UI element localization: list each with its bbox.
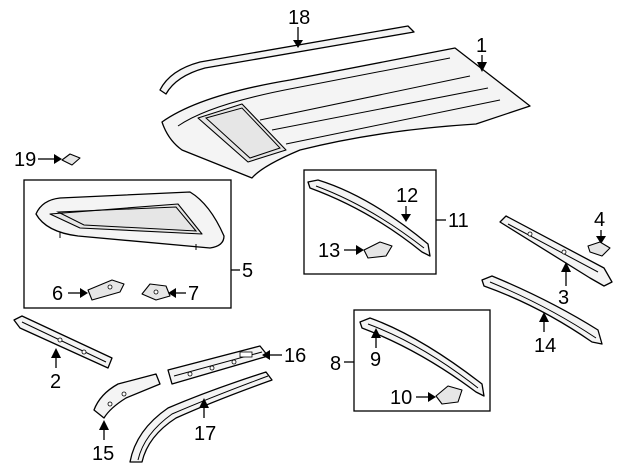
callout-14: 14 [534, 312, 556, 357]
part-18-roof-rail[interactable] [159, 25, 415, 95]
callout-4-label: 4 [594, 209, 605, 231]
part-1-roof-panel[interactable] [161, 47, 531, 179]
callout-1: 1 [476, 35, 487, 72]
callout-9: 9 [370, 328, 381, 371]
callout-6-label: 6 [52, 283, 63, 305]
part-15-front-pillar[interactable] [93, 373, 161, 419]
part-9-roof-bow[interactable] [359, 317, 485, 397]
part-2-front-header[interactable] [13, 315, 113, 369]
part-5-sunroof-housing[interactable] [35, 191, 225, 250]
callout-3-label: 3 [558, 287, 569, 309]
callout-16: 16 [262, 345, 306, 367]
callout-12: 12 [396, 185, 418, 222]
part-14-rear-bow[interactable] [481, 275, 603, 345]
part-12-roof-bow[interactable] [307, 179, 431, 257]
callout-18-label: 18 [288, 7, 310, 29]
callout-1-label: 1 [476, 35, 487, 57]
group-8-box [353, 309, 491, 412]
callout-7: 7 [168, 283, 199, 305]
callout-15: 15 [92, 420, 114, 465]
callout-4: 4 [594, 209, 606, 244]
callout-5-label: 5 [242, 260, 253, 282]
part-13-bracket[interactable] [363, 241, 393, 259]
part-3-rear-header[interactable] [499, 215, 613, 287]
callout-17: 17 [194, 398, 216, 445]
part-7-bracket[interactable] [141, 283, 171, 301]
part-19-clip[interactable] [61, 153, 81, 166]
group-5-box [23, 179, 232, 309]
callout-19-label: 19 [14, 149, 36, 171]
callout-9-label: 9 [370, 349, 381, 371]
callout-18: 18 [288, 7, 310, 48]
callout-10-label: 10 [390, 387, 412, 409]
part-17-outer-rail[interactable] [129, 371, 273, 463]
callout-17-label: 17 [194, 423, 216, 445]
callout-3: 3 [558, 262, 571, 309]
callout-6: 6 [52, 283, 88, 305]
part-4-bracket[interactable] [587, 241, 611, 257]
callout-19: 19 [14, 149, 62, 171]
callout-2-label: 2 [50, 371, 61, 393]
part-6-bracket[interactable] [87, 279, 125, 301]
callout-15-label: 15 [92, 443, 114, 465]
callout-12-label: 12 [396, 185, 418, 207]
callout-8-label: 8 [330, 353, 341, 375]
callout-13: 13 [318, 240, 364, 262]
callout-7-label: 7 [188, 283, 199, 305]
group-11-box [303, 169, 437, 275]
callout-16-label: 16 [284, 345, 306, 367]
callout-10: 10 [390, 387, 436, 409]
callout-13-label: 13 [318, 240, 340, 262]
callout-14-label: 14 [534, 335, 556, 357]
callout-2: 2 [50, 348, 61, 393]
callout-11-label: 11 [448, 210, 469, 232]
part-10-bracket[interactable] [435, 385, 463, 405]
